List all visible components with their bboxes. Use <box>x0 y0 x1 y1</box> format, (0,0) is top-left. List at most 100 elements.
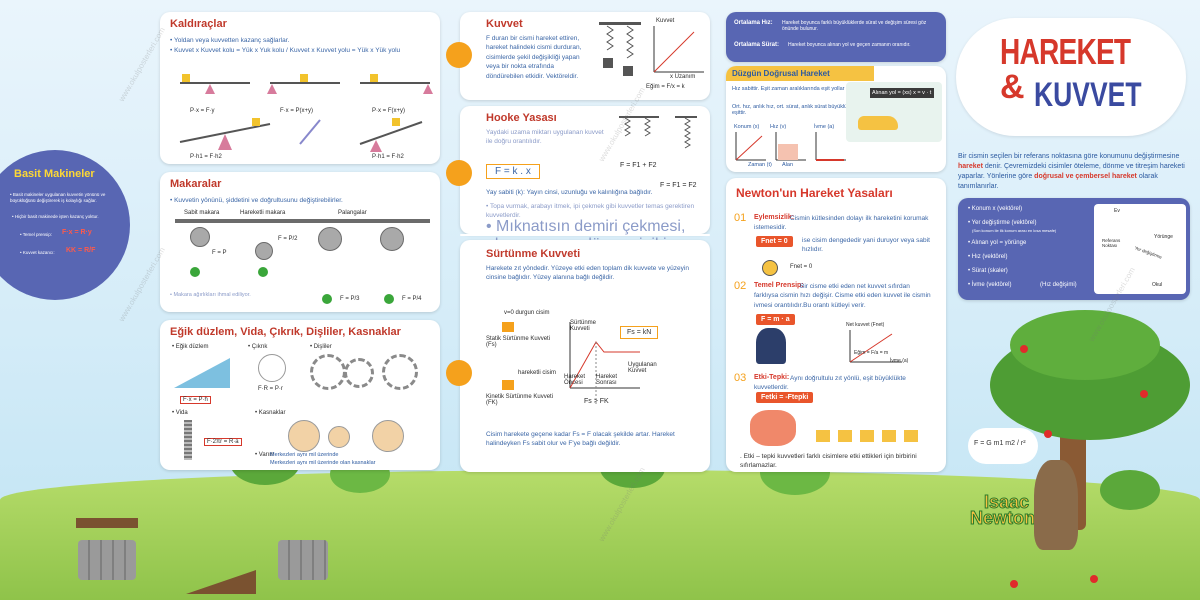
well-drawing <box>78 540 136 580</box>
pulley-wheel <box>328 426 350 448</box>
friction-text: Harekete zıt yöndedir. Yüzeye etki eden … <box>486 265 689 282</box>
time-label: Zaman (t) <box>748 162 772 168</box>
tree-canopy <box>1010 310 1160 380</box>
simple-machines-line: • Basit makineler uygulanan kuvvetin yön… <box>10 192 106 204</box>
graph-label: İvme (a) <box>814 124 835 130</box>
simple-machines-line: • Kuvvet kazancı: <box>20 250 55 255</box>
pulley-label: Hareketli makara <box>240 210 286 216</box>
incline-drawing <box>174 358 230 388</box>
force-slope: Eğim = F/x = k <box>646 84 685 90</box>
title-kuvvet: KUVVET <box>1034 76 1142 114</box>
pulley-formula: F = P <box>212 250 227 256</box>
intro-part: denir. <box>984 163 1002 171</box>
motion-graphs <box>735 132 846 161</box>
friction-graph <box>569 322 640 404</box>
law-box: Fnet = 0 <box>756 236 793 247</box>
law-number: 02 <box>734 280 747 292</box>
block-pulley <box>380 227 404 251</box>
newton-figure <box>1034 460 1078 550</box>
block-pulley <box>318 227 342 251</box>
kinetic-friction-label: Kinetik Sürtünme Kuvveti (FK) <box>486 394 554 406</box>
graph-label: Konum (x) <box>734 124 760 130</box>
law2-graph <box>849 330 902 363</box>
simple-machines-circle: Basit Makineler • Basit makineler uygula… <box>0 150 130 300</box>
title-ampersand: & <box>1000 68 1025 106</box>
inclined-plane-card: Eğik düzlem, Vida, Çıkrık, Dişliler, Kas… <box>160 320 440 470</box>
simple-machines-title: Basit Makineler <box>14 168 95 180</box>
apple-icon <box>1020 345 1028 353</box>
pulley-label: Palangalar <box>338 210 367 216</box>
hooke-card-lower <box>460 234 710 236</box>
pulleys-note: Merkezleri aynı mil üzerinde olan kasnak… <box>270 460 376 466</box>
force-title: Kuvvet <box>486 18 523 30</box>
gain-formula: KK = R/F <box>66 247 96 254</box>
newton-name-label: Newton <box>970 508 1036 529</box>
average-speed-card: Ortalama Hız: Hareket boyunca farklı büy… <box>726 12 946 62</box>
lever-equation: P·x = F·y <box>190 108 215 114</box>
fnet-label: Fnet = 0 <box>790 264 813 270</box>
pulley-formula: F = P/3 <box>340 296 360 302</box>
weight-ball <box>384 294 394 304</box>
weight-ball <box>322 294 332 304</box>
well-roof <box>76 518 138 528</box>
law-name: Temel Prensip: <box>754 282 804 289</box>
pulley-wheel <box>372 420 404 452</box>
ceiling-bar <box>175 219 430 223</box>
force-graph <box>653 26 704 73</box>
gravity-formula: F = G m1 m2 / r² <box>974 440 1026 447</box>
law2-slope: Eğim = F/a = m <box>854 350 889 356</box>
block-moving <box>502 380 514 390</box>
uniform-title: Düzgün Doğrusal Hareket <box>726 66 874 81</box>
title-hareket: HAREKET <box>1000 31 1131 72</box>
static-label: v=0 durgun cisim <box>504 310 550 316</box>
newton-laws-card: Newton'un Hareket Yasaları 01 Eylemsizli… <box>726 178 946 472</box>
simple-machines-line: • Hiçbir basit makinede işten kazanç yok… <box>12 214 99 219</box>
law-name: Etki-Tepki: <box>754 374 790 381</box>
lever-equation: P·h1 = F·h2 <box>372 154 404 160</box>
newton-laws-title: Newton'un Hareket Yasaları <box>736 186 893 200</box>
law-box-text: ise cisim dengededir yani duruyor veya s… <box>802 237 930 254</box>
incline-formula: F·x = P·h <box>180 396 211 404</box>
bush <box>1100 470 1160 510</box>
friction-graph-x1: Hareket Öncesi <box>564 374 586 386</box>
intro-part: Yönlerine göre <box>986 173 1033 181</box>
ramp-drawing <box>186 570 256 594</box>
orange-dot <box>446 360 472 386</box>
force-text: F duran bir cismi hareket ettiren, harek… <box>486 35 582 80</box>
avg-velocity-text: Hareket boyunca farklı büyüklüklerde sür… <box>782 20 927 32</box>
runner-figure <box>756 328 786 364</box>
vector-subnote: (Hız değişimi) <box>1040 282 1077 288</box>
weight-ball <box>258 267 268 277</box>
vector-item: • Alınan yol = yörünge <box>968 240 1027 246</box>
machine-label: • Eğik düzlem <box>172 344 209 350</box>
law2-graph-label: Net kuvvet (Fnet) <box>846 322 885 328</box>
hooke-bullet: • Topa vurmak, arabayı itmek, ipi çekmek… <box>486 203 695 220</box>
hooke-formula: F = k . x <box>486 164 540 179</box>
winch-wheel <box>258 354 286 382</box>
lever-diagrams <box>179 74 433 152</box>
law-box: F = m · a <box>756 314 795 325</box>
apple-icon <box>1090 575 1098 583</box>
lever-equation: P·h1 = F·h2 <box>190 154 222 160</box>
spring-pair-drawing <box>619 116 697 149</box>
map-label: Okul <box>1152 282 1163 288</box>
pulley-formula: F = P/4 <box>402 296 422 302</box>
law-text: Cismin kütlesinden dolayı ilk hareketini… <box>754 215 929 232</box>
friction-graph-y: Sürtünme Kuvveti <box>570 320 597 332</box>
lever-equation: F·x = P(x+y) <box>280 108 314 114</box>
moving-label: hareketli cisim <box>518 370 557 376</box>
map-label: Ev <box>1114 208 1120 214</box>
avg-speed-text: Hareket boyunca alınan yol ve geçen zama… <box>788 42 911 48</box>
vectors-card: • Konum x (vektörel) • Yer değiştirme (v… <box>958 198 1190 300</box>
winch-formula: F·R = P·r <box>258 386 283 392</box>
intro-part: olarak tanımlanırlar. <box>958 173 1158 191</box>
uniform-line: Ort. hız, anlık hız, ort. sürat, anlık s… <box>732 104 858 116</box>
machine-label: • Varım <box>255 452 275 458</box>
fixed-pulley <box>190 227 210 247</box>
orange-dot <box>446 42 472 68</box>
pulley-label: Sabit makara <box>184 210 220 216</box>
pulleys-line: • Kuvvetin yönünü, şiddetini ve doğrultu… <box>170 197 343 204</box>
gear-icon <box>310 354 346 390</box>
principle-formula: F·x = R·y <box>62 229 92 236</box>
ball-icon <box>762 260 778 276</box>
